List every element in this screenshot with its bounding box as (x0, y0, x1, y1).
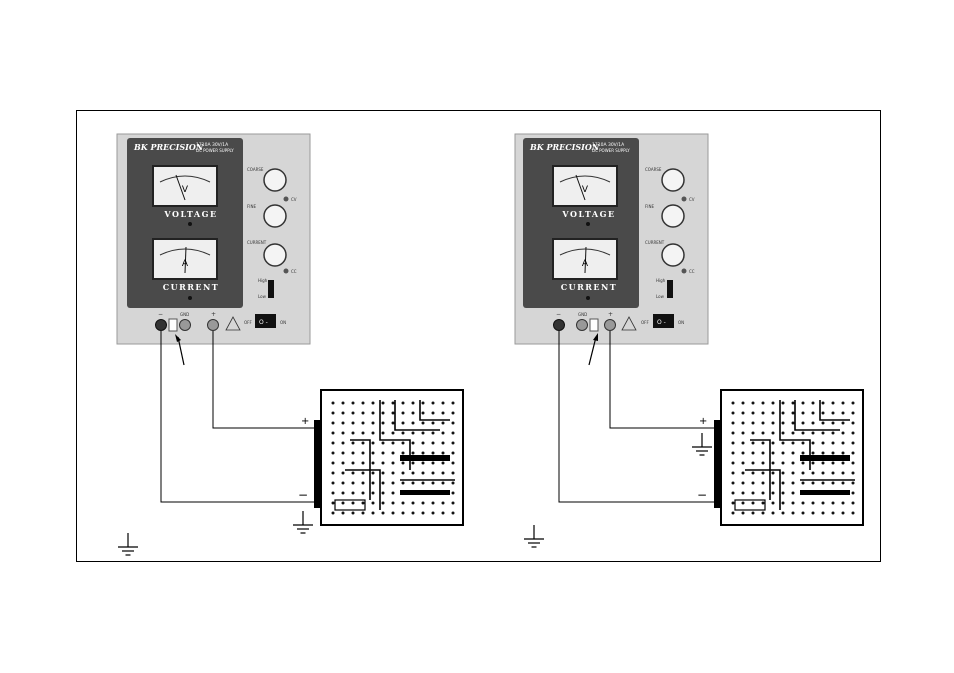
range-low-label: Low (656, 294, 665, 299)
on-label: ON (280, 320, 286, 325)
terminal-minus[interactable] (155, 319, 167, 331)
model-label: 1710A 30V/1A (196, 142, 229, 148)
coarse-knob[interactable] (661, 168, 685, 192)
coarse-label: COARSE (247, 167, 264, 172)
left-minus-wire (160, 331, 321, 503)
current-knob[interactable] (661, 243, 685, 267)
right-minus-wire (558, 331, 721, 503)
current-unit: A (582, 259, 589, 269)
right-power-supply: BK PRECISION 1710A 30V/1A DC POWER SUPPL… (514, 133, 709, 345)
range-high-label: High (258, 278, 268, 283)
voltage-unit: V (182, 185, 189, 195)
current-knob[interactable] (263, 243, 287, 267)
right-board-plus-label: + (699, 416, 707, 427)
diagram-frame (76, 110, 881, 562)
range-high-label: High (656, 278, 666, 283)
terminal-minus-label: − (556, 311, 561, 318)
voltage-unit: V (582, 185, 589, 195)
right-arrow-head (593, 333, 598, 341)
cc-label: CC (689, 269, 695, 274)
right-circuit-board (714, 389, 864, 526)
left-arrow-line (177, 336, 185, 366)
cv-label: CV (689, 197, 695, 202)
terminal-gnd-label: GND (578, 312, 587, 317)
warning-icon (621, 316, 637, 331)
current-unit: A (182, 259, 189, 269)
left-power-supply: BK PRECISION 1710A 30V/1A DC POWER SUPPL… (116, 133, 311, 345)
cc-label: CC (291, 269, 297, 274)
left-circuit-board (314, 389, 464, 526)
cv-label: CV (291, 197, 297, 202)
model-sublabel: DC POWER SUPPLY (592, 148, 630, 153)
terminal-plus-label: + (608, 311, 613, 318)
terminal-gnd[interactable] (179, 319, 191, 331)
left-plus-wire (212, 331, 321, 429)
brand-label: BK PRECISION (529, 142, 600, 152)
off-label: OFF (244, 320, 252, 325)
svg-text:O -: O - (657, 319, 666, 326)
fine-knob[interactable] (661, 204, 685, 228)
model-label: 1710A 30V/1A (592, 142, 625, 148)
left-arrow-head (175, 334, 181, 342)
left-ground-icon (117, 532, 139, 556)
current-label: CURRENT (561, 282, 618, 292)
fine-label: FINE (645, 204, 654, 209)
voltage-label: VOLTAGE (163, 209, 217, 219)
range-switch[interactable] (268, 280, 274, 298)
power-switch[interactable] (255, 314, 276, 328)
terminal-minus[interactable] (553, 319, 565, 331)
warning-icon (225, 316, 241, 331)
current-knob-label: CURRENT (247, 240, 267, 245)
right-plus-wire (609, 331, 721, 429)
coarse-label: COARSE (645, 167, 662, 172)
on-label: ON (678, 320, 684, 325)
power-switch[interactable] (653, 314, 674, 328)
left-board-minus-label: − (298, 488, 308, 502)
terminal-gnd[interactable] (576, 319, 588, 331)
terminal-gnd-label: GND (180, 312, 189, 317)
current-knob-label: CURRENT (645, 240, 665, 245)
right-ground-icon (523, 524, 545, 548)
range-switch[interactable] (667, 280, 673, 298)
fine-label: FINE (247, 204, 256, 209)
terminal-plus-label: + (211, 311, 216, 318)
brand-label: BK PRECISION (133, 142, 204, 152)
right-board-ground-icon (691, 432, 713, 456)
right-board-minus-label: − (697, 488, 707, 502)
fine-knob[interactable] (263, 204, 287, 228)
left-board-plus-label: + (301, 416, 309, 427)
right-arrow-line (588, 336, 597, 366)
svg-text:O -: O - (259, 319, 268, 326)
left-board-ground-icon (292, 510, 314, 534)
terminal-plus[interactable] (604, 319, 616, 331)
voltage-label: VOLTAGE (561, 209, 615, 219)
off-label: OFF (641, 320, 649, 325)
model-sublabel: DC POWER SUPPLY (196, 148, 234, 153)
terminal-plus[interactable] (207, 319, 219, 331)
range-low-label: Low (258, 294, 267, 299)
terminal-minus-label: − (158, 311, 163, 318)
coarse-knob[interactable] (263, 168, 287, 192)
current-label: CURRENT (163, 282, 220, 292)
